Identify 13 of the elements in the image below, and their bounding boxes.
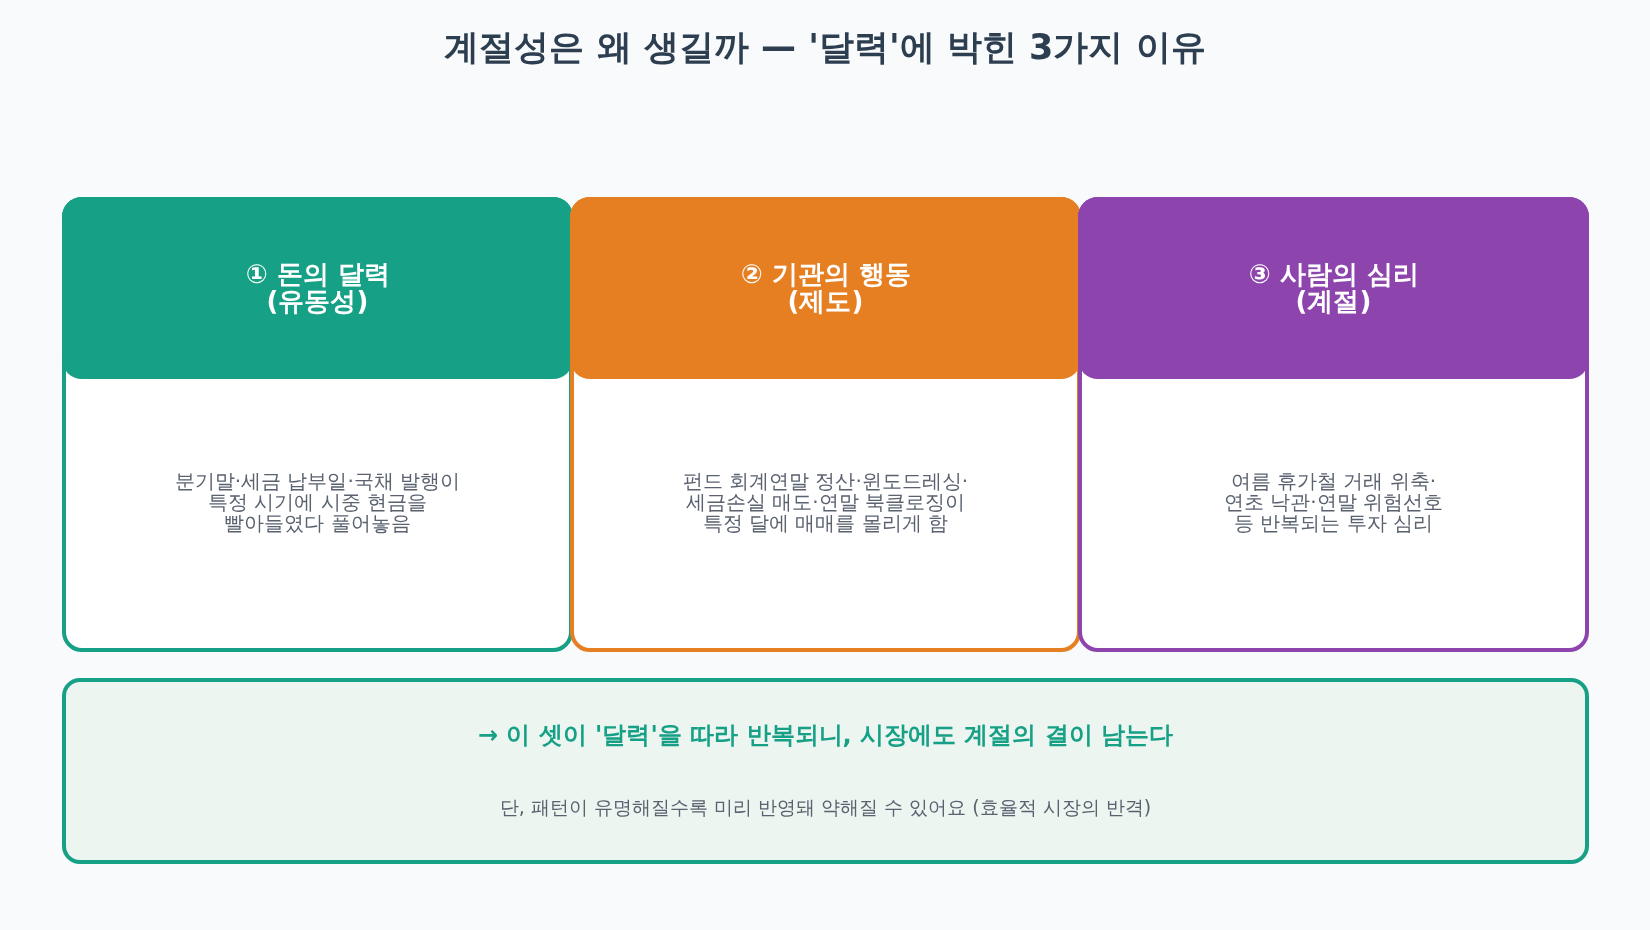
reason-card [1078, 197, 1589, 652]
card-description: 분기말·세금 납부일·국채 발행이 특정 시기에 시중 현금을 빨아들였다 풀어놓음 [173, 471, 462, 534]
card-heading: ③ 사람의 심리 (계절) [1247, 261, 1420, 315]
card-heading: ① 돈의 달력 (유동성) [244, 261, 391, 315]
reason-card [570, 197, 1081, 652]
card-heading: ② 기관의 행동 (제도) [739, 261, 912, 315]
summary-note: 단, 패턴이 유명해질수록 미리 반영돼 약해질 수 있어요 (효율적 시장의 반격) [499, 796, 1152, 819]
reason-card [62, 197, 573, 652]
diagram-title: 계절성은 왜 생길까 — '달력'에 박힌 3가지 이유 [444, 26, 1206, 68]
card-description: 여름 휴가철 거래 위축· 연초 낙관·연말 위험선호 등 반복되는 투자 심리 [1222, 471, 1445, 534]
summary-heading: → 이 셋이 '달력'을 따라 반복되니, 시장에도 계절의 결이 남는다 [477, 721, 1174, 750]
summary-panel [62, 678, 1589, 864]
card-description: 펀드 회계연말 정산·윈도드레싱· 세금손실 매도·연말 북클로징이 특정 달에 매매를 몰리게 함 [681, 471, 970, 534]
